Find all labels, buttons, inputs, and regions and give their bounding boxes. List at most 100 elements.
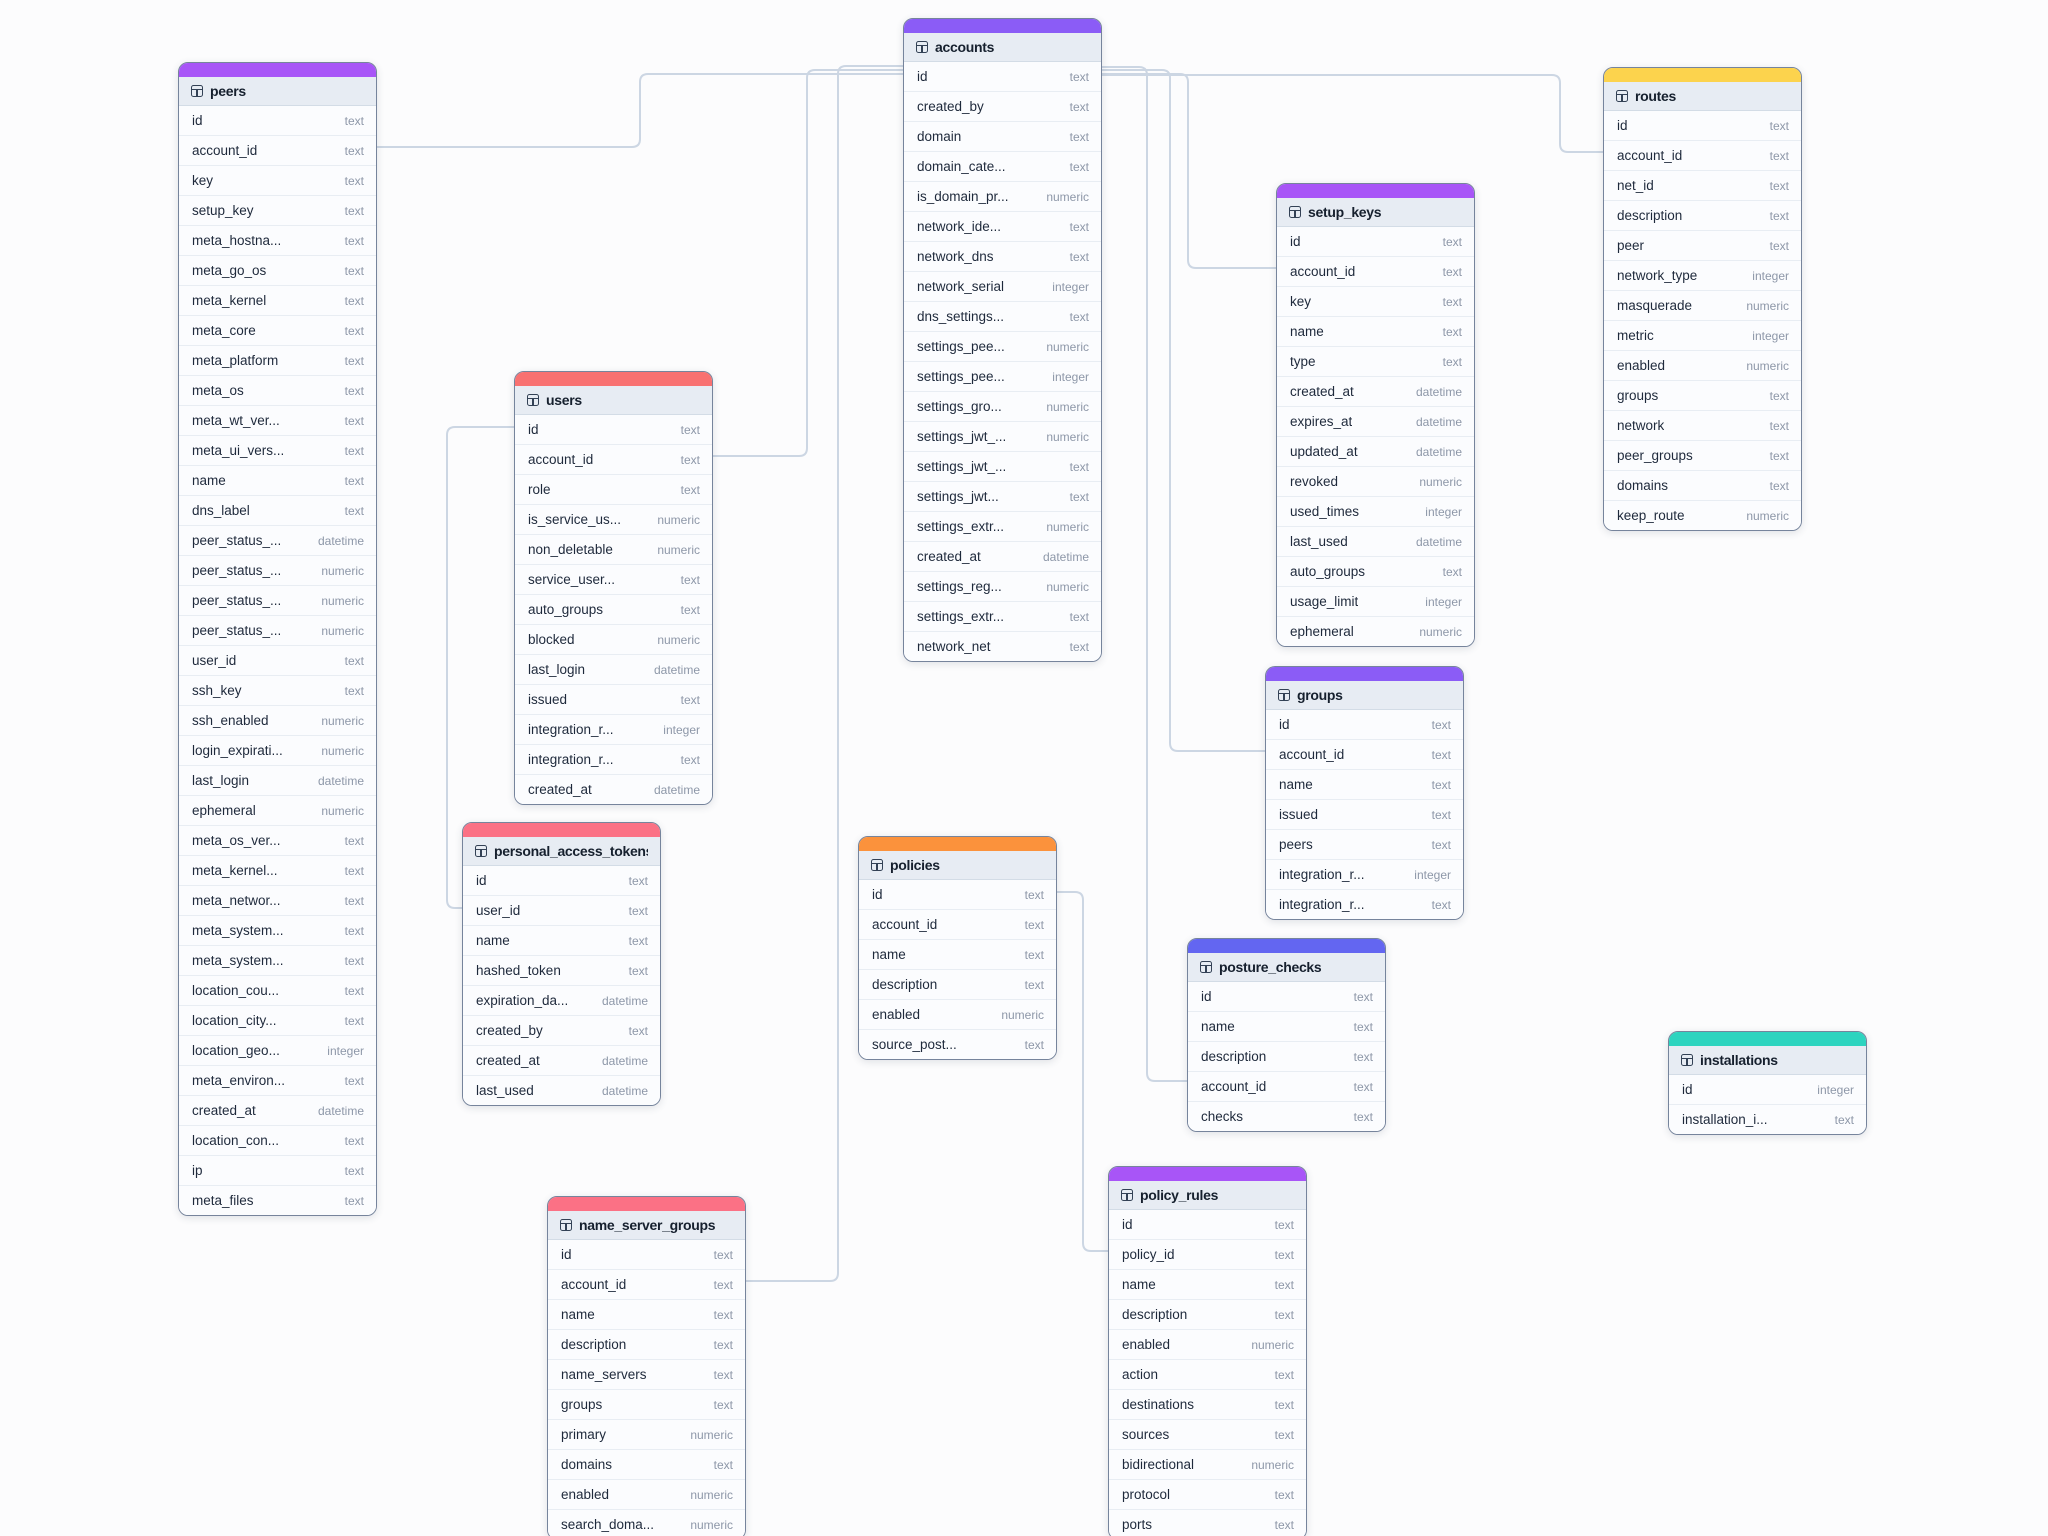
field-name: ssh_enabled	[192, 713, 269, 728]
field-type: datetime	[601, 993, 648, 1008]
field-type: text	[713, 1307, 733, 1322]
field-name: service_user...	[528, 572, 616, 587]
field-name: non_deletable	[528, 542, 613, 557]
field-name: meta_environ...	[192, 1073, 286, 1088]
table-grid-icon	[916, 41, 928, 53]
field-name: login_expirati...	[192, 743, 283, 758]
field-type: numeric	[1046, 429, 1089, 444]
field-type: text	[1069, 309, 1089, 324]
table-header-setup_keys[interactable]: setup_keys	[1277, 198, 1474, 227]
table-header-name_server_groups[interactable]: name_server_groups	[548, 1211, 745, 1240]
field-type: numeric	[321, 713, 364, 728]
table-header-accounts[interactable]: accounts	[904, 33, 1101, 62]
field-type: text	[1274, 1277, 1294, 1292]
table-header-posture_checks[interactable]: posture_checks	[1188, 953, 1385, 982]
field-type: text	[344, 113, 364, 128]
field-name: issued	[528, 692, 568, 707]
field-name: integration_r...	[1279, 867, 1365, 882]
table-header-personal_access_tokens[interactable]: personal_access_tokens	[463, 837, 660, 866]
field-type: text	[344, 863, 364, 878]
table-grid-icon	[475, 845, 487, 857]
field-type: text	[628, 963, 648, 978]
field-name: installation_i...	[1682, 1112, 1768, 1127]
field-type: text	[1274, 1397, 1294, 1412]
field-type: text	[1024, 947, 1044, 962]
field-name: usage_limit	[1290, 594, 1359, 609]
field-name: meta_core	[192, 323, 256, 338]
field-type: numeric	[1419, 474, 1462, 489]
field-name: network	[1617, 418, 1665, 433]
field-row: network_ide...text	[904, 211, 1101, 241]
field-name: last_used	[1290, 534, 1348, 549]
table-header-installations[interactable]: installations	[1669, 1046, 1866, 1075]
field-type: text	[1274, 1247, 1294, 1262]
field-type: datetime	[317, 533, 364, 548]
field-type: text	[344, 923, 364, 938]
table-header-policy_rules[interactable]: policy_rules	[1109, 1181, 1306, 1210]
field-name: groups	[1617, 388, 1659, 403]
field-name: meta_kernel	[192, 293, 267, 308]
field-name: account_id	[192, 143, 258, 158]
field-name: meta_ui_vers...	[192, 443, 285, 458]
field-name: enabled	[1122, 1337, 1171, 1352]
field-name: settings_pee...	[917, 369, 1005, 384]
field-type: text	[1069, 219, 1089, 234]
table-header-routes[interactable]: routes	[1604, 82, 1801, 111]
field-row: integration_r...text	[515, 744, 712, 774]
connector-accounts-groups	[1099, 69, 1266, 752]
field-name: id	[1201, 989, 1212, 1004]
field-row: is_domain_pr...numeric	[904, 181, 1101, 211]
field-row: location_city...text	[179, 1005, 376, 1035]
field-name: keep_route	[1617, 508, 1685, 523]
field-type: datetime	[1415, 444, 1462, 459]
field-name: network_type	[1617, 268, 1698, 283]
field-row: location_cou...text	[179, 975, 376, 1005]
field-row: location_con...text	[179, 1125, 376, 1155]
field-name: meta_os	[192, 383, 244, 398]
field-name: key	[1290, 294, 1312, 309]
field-type: numeric	[657, 512, 700, 527]
table-header-peers[interactable]: peers	[179, 77, 376, 106]
field-name: domains	[1617, 478, 1669, 493]
field-name: ephemeral	[1290, 624, 1354, 639]
table-header-groups[interactable]: groups	[1266, 681, 1463, 710]
field-type: text	[344, 443, 364, 458]
field-type: text	[1431, 717, 1451, 732]
table-header-policies[interactable]: policies	[859, 851, 1056, 880]
field-name: id	[528, 422, 539, 437]
field-row: meta_system...text	[179, 915, 376, 945]
table-header-users[interactable]: users	[515, 386, 712, 415]
field-name: created_by	[476, 1023, 543, 1038]
field-type: text	[713, 1367, 733, 1382]
